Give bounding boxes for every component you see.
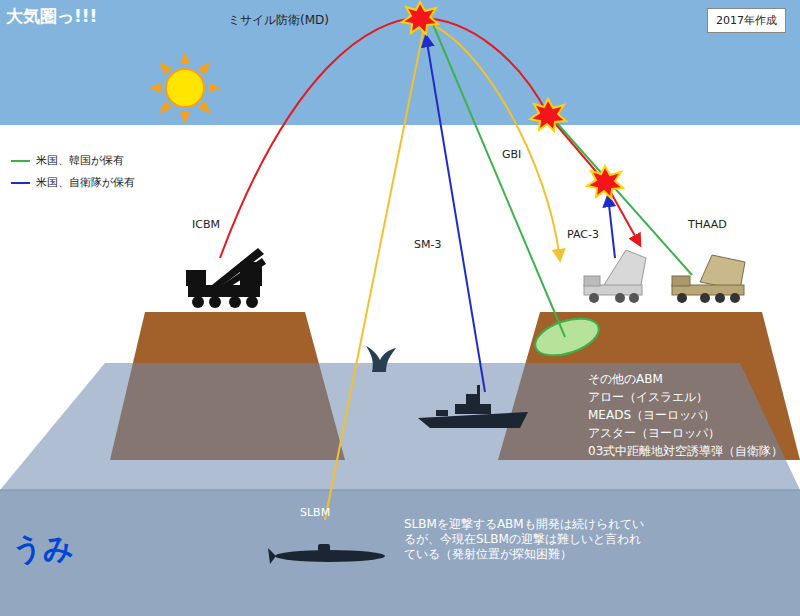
whale-tail — [366, 346, 396, 372]
box-text: 2017年作成 — [716, 13, 777, 28]
gbi-site — [531, 312, 604, 363]
region-title: 大気圏っ!!! — [6, 6, 97, 27]
icbm-launcher — [186, 248, 266, 308]
legend-line — [10, 176, 32, 190]
thaad-launcher — [672, 255, 745, 303]
missile-label: THAAD — [688, 218, 727, 232]
date-box: 2017年作成 — [707, 8, 786, 33]
missile-label: GBI — [502, 148, 521, 162]
list-item: 03式中距離地対空誘導弾（自衛隊） — [588, 444, 783, 459]
missile-label: ICBM — [192, 218, 220, 232]
sea-front — [0, 490, 800, 616]
missile-label: SLBM — [300, 506, 330, 520]
list-item: アロー（イスラエル） — [588, 390, 708, 405]
legend-entry: 米国、韓国が保有 — [10, 150, 124, 169]
list-item: アスター（ヨーロッパ） — [588, 426, 720, 441]
note-text: SLBMを迎撃するABMも開発は続けられているが、今現在SLBMの迎撃は難しいと… — [404, 517, 649, 562]
sun — [149, 52, 221, 124]
section-label: ミサイル防衛(MD) — [228, 13, 329, 28]
legend-line — [10, 154, 32, 168]
missile-label: PAC-3 — [567, 228, 599, 242]
missile-label: SM-3 — [414, 238, 441, 252]
legend-entry: 米国、自衛隊が保有 — [10, 172, 135, 191]
legend-text: 米国、韓国が保有 — [36, 154, 124, 167]
region-title: うみ — [12, 530, 74, 568]
sky-band — [0, 0, 800, 125]
explosions — [402, 2, 623, 198]
ship — [418, 385, 528, 428]
list-heading: その他のABM — [588, 372, 663, 387]
submarine — [268, 544, 385, 564]
list-item: MEADS（ヨーロッパ） — [588, 408, 715, 423]
pac3-launcher — [584, 250, 646, 303]
legend-text: 米国、自衛隊が保有 — [36, 176, 135, 189]
sea-surface — [0, 363, 800, 490]
